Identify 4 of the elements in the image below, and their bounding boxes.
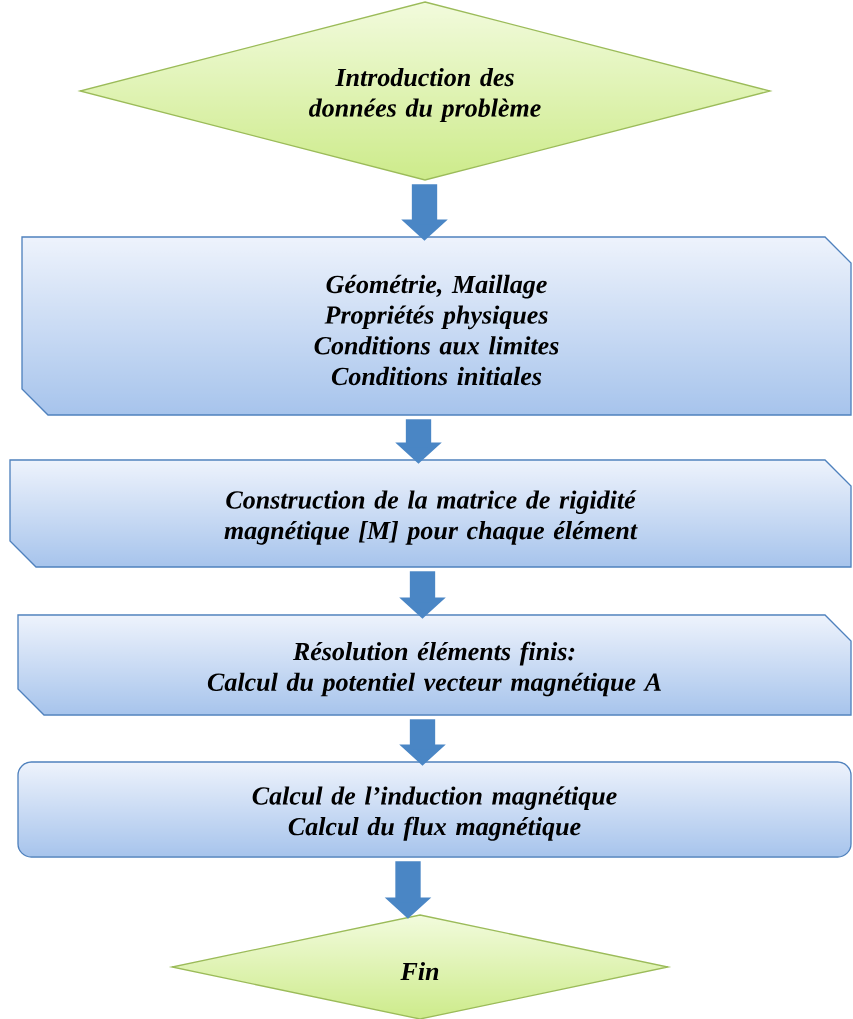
process-box: Construction de la matrice de rigidité magnétique [M] pour chaque élément [9,459,852,568]
process-box: Résolution éléments finis: Calcul du potentiel vecteur magnétique A [17,614,852,716]
process-box: Calcul de l’induction magnétique Calcul du flux magnétique [17,761,852,858]
process-box: Géométrie, Maillage Propriétés physiques Conditions aux limites Conditions initiales [21,236,852,416]
